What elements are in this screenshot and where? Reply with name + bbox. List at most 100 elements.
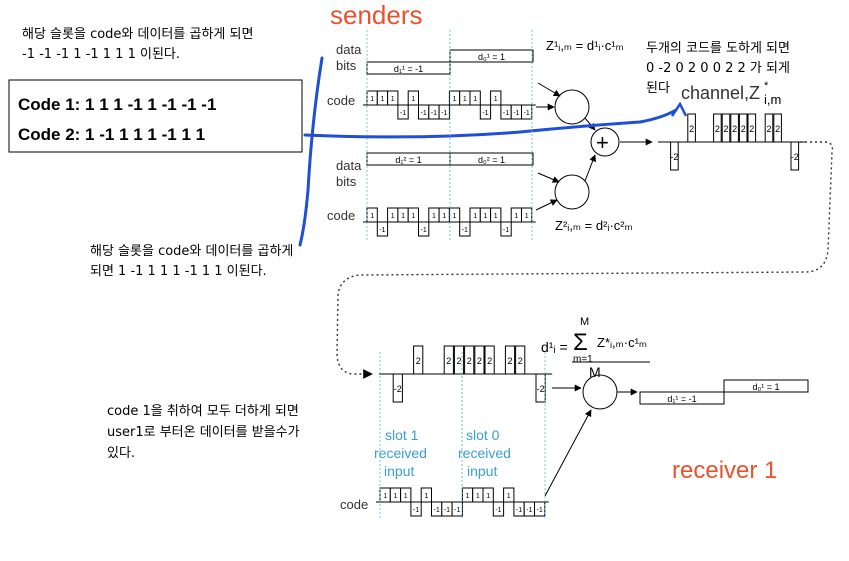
code-chip-label: 1: [494, 96, 498, 103]
channel-chip-label: -2: [791, 152, 799, 162]
channel-chip-label: 2: [487, 356, 492, 366]
channel-chip-label: 2: [507, 356, 512, 366]
slot1-label-1: slot 1: [385, 427, 419, 443]
channel-chip: [474, 345, 485, 375]
s1-bits-label: bits: [336, 58, 357, 73]
dotted-connector: [336, 141, 834, 379]
code-chip-label: -1: [503, 110, 509, 117]
channel-chip: [504, 345, 516, 375]
channel-chip: [790, 141, 800, 171]
channel-sub: i,m: [764, 92, 781, 107]
receiver-title: receiver 1: [672, 457, 777, 484]
channel-chip: [764, 113, 774, 143]
arrow-m1-adder: [584, 117, 596, 131]
code-chip-label: -1: [526, 507, 532, 514]
channel-chip: [747, 113, 757, 143]
arrow-bits1: [537, 82, 561, 97]
code-chip: [448, 207, 461, 223]
bit-label: d₁¹ = -1: [394, 64, 423, 74]
code-chip-label: -1: [379, 227, 385, 234]
note-code2-line1: 해당 슬롯을 code와 데이터를 곱하게: [90, 244, 293, 259]
code-chip-label: -1: [454, 507, 460, 514]
code-chip: [397, 104, 409, 120]
code-chip-label: -1: [421, 110, 427, 117]
code-chip-label: 1: [473, 96, 477, 103]
rx-code-label: code: [340, 497, 368, 512]
note-code1-line2: -1 -1 -1 1 -1 1 1 1 이된다.: [22, 47, 180, 62]
code-chip-label: -1: [431, 110, 437, 117]
channel-chip-label: 2: [477, 356, 482, 366]
arrow-m2-adder: [584, 154, 597, 182]
channel-chip-label: 2: [416, 356, 421, 366]
decode-sigma: Σ: [573, 329, 588, 356]
senders-title: senders: [330, 0, 423, 30]
code-chip: [459, 221, 471, 237]
code-chip: [418, 221, 430, 237]
adder: [590, 127, 620, 157]
channel-chip-label: -2: [670, 152, 678, 162]
channel-chip: [515, 345, 526, 375]
code-chip-label: -1: [516, 507, 522, 514]
code-chip: [469, 90, 481, 106]
code-chip-label: -1: [524, 110, 530, 117]
channel-chip: [713, 113, 722, 143]
code-chip: [482, 487, 494, 503]
code-chip-label: -1: [462, 227, 468, 234]
channel-chip-label: -2: [394, 384, 402, 394]
channel-chip: [687, 113, 696, 143]
channel-chip: [413, 345, 424, 375]
channel-chip-label: 2: [741, 124, 746, 134]
channel-chip: [721, 113, 731, 143]
note-recv-line2: user1로 부터온 데이터를 받을수가: [107, 425, 300, 440]
codes-box: [8, 79, 303, 153]
slot0-label-1: slot 0: [466, 427, 500, 443]
code-chip-label: -1: [537, 507, 543, 514]
channel-chip: [443, 345, 454, 375]
code1-text: Code 1: 1 1 1 -1 1 -1 -1 -1: [18, 95, 216, 114]
code2-text: Code 2: 1 -1 1 1 1 -1 1 1: [18, 125, 205, 144]
bit-box: [723, 379, 809, 393]
channel-chip-label: 2: [467, 356, 472, 366]
bit-box: [639, 391, 725, 405]
bit-label: d₀¹ = 1: [478, 52, 505, 62]
channel-chip: [464, 345, 475, 375]
channel-chip-label: 2: [723, 124, 728, 134]
code-chip-label: 1: [507, 493, 511, 500]
code-chip-label: 1: [463, 96, 467, 103]
channel-chip-label: 2: [749, 124, 754, 134]
channel-chip-label: 2: [518, 356, 523, 366]
code-chip-label: -1: [421, 227, 427, 234]
code-chip-label: 1: [483, 213, 487, 220]
code-chip: [490, 90, 502, 106]
note-code2-line2: 되면 1 -1 1 1 1 -1 1 1 이된다.: [90, 264, 267, 279]
code-chip-label: 1: [370, 96, 374, 103]
code-chip: [420, 487, 433, 503]
code-chip: [438, 104, 450, 120]
bit-label: d₁¹ = -1: [667, 394, 696, 404]
code-chip-label: -1: [413, 507, 419, 514]
channel-chip: [773, 113, 782, 143]
note-recv-line3: 있다.: [107, 446, 135, 461]
code-chip-label: 1: [380, 96, 384, 103]
channel-chip-label: 2: [732, 124, 737, 134]
slot1-label-3: input: [384, 463, 414, 479]
note-sum-line1: 두개의 코드를 도하게 되면: [646, 41, 790, 56]
code-chip-label: 1: [514, 213, 518, 220]
s1-code-label: code: [327, 93, 355, 108]
code-chip-label: 1: [391, 96, 395, 103]
code-chip-label: 1: [401, 213, 405, 220]
code-chip: [479, 104, 492, 120]
s2-data-label: data: [336, 158, 362, 173]
channel-sup: *: [764, 80, 769, 92]
code-chip: [500, 221, 512, 237]
s1-data-label: data: [336, 42, 362, 57]
bit-label: d₀² = 1: [478, 155, 505, 165]
slot0-label-2: received: [458, 445, 511, 461]
decode-lhs: d¹ᵢ =: [541, 339, 568, 355]
code-chip: [492, 501, 505, 517]
s2-code-label: code: [327, 208, 355, 223]
channel-chip: [738, 113, 748, 143]
arrow-bits2: [537, 172, 560, 183]
